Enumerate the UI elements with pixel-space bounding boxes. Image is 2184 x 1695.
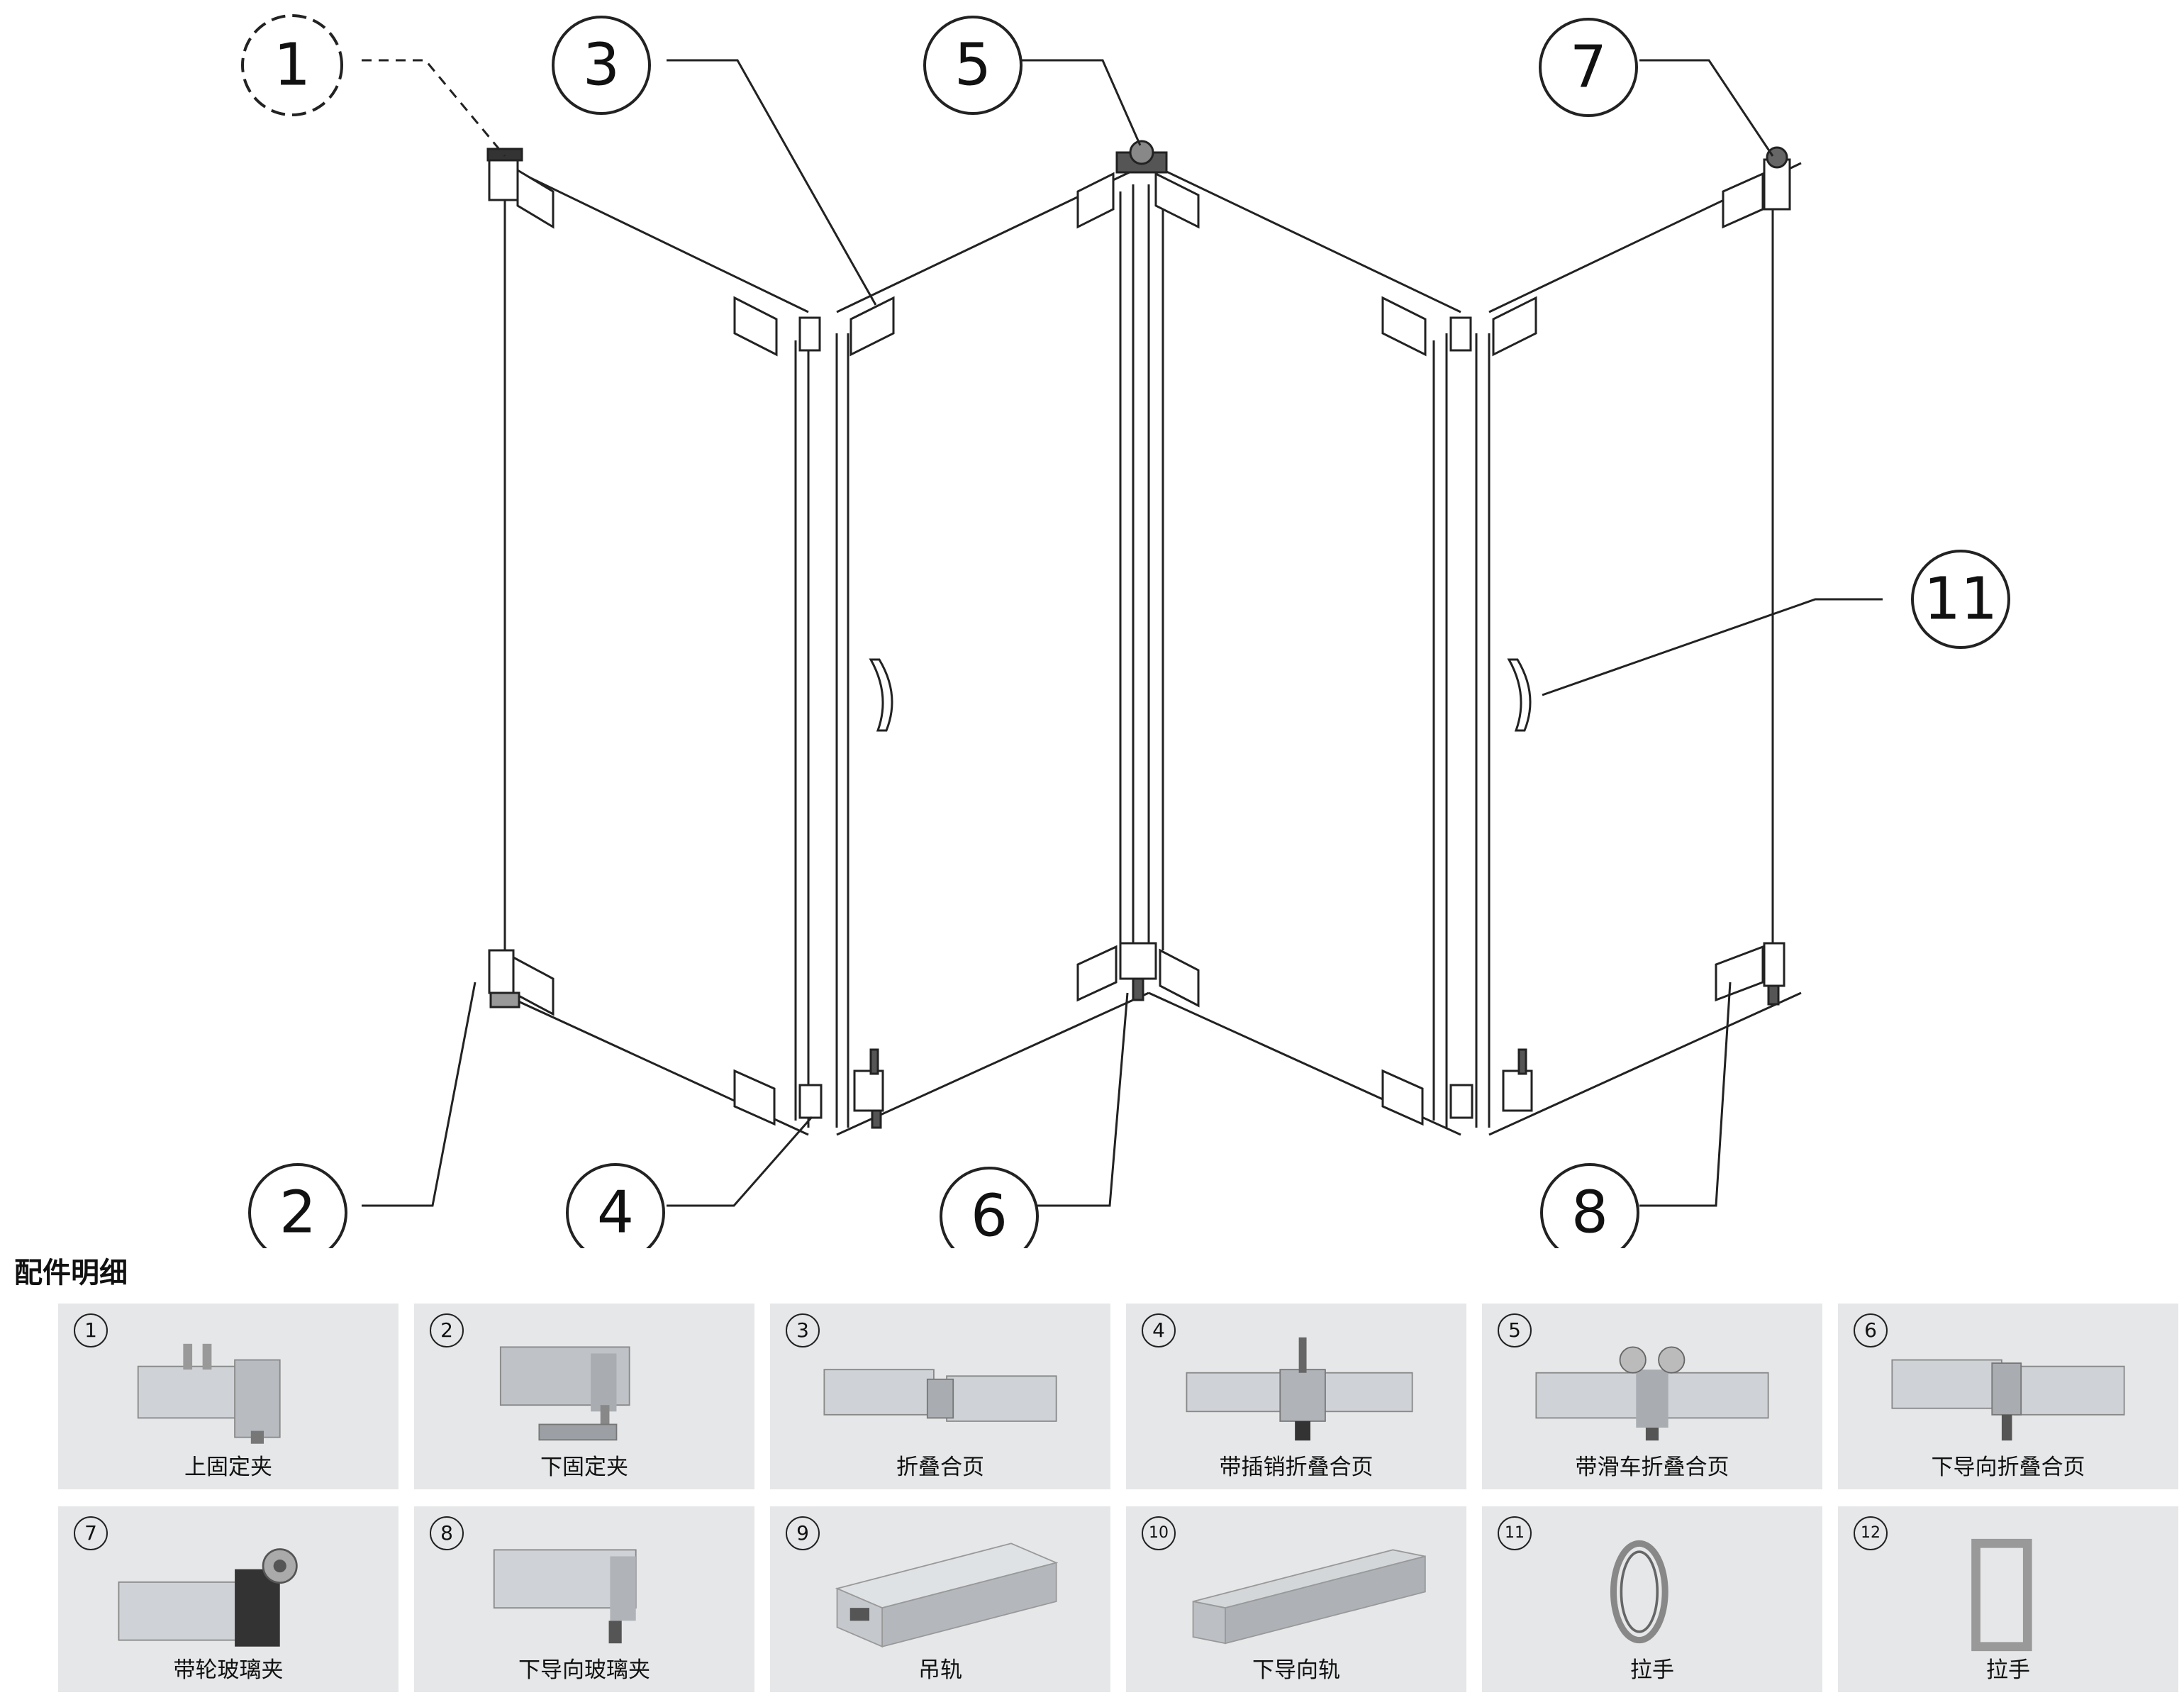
part-label: 下导向玻璃夹 bbox=[518, 1657, 650, 1683]
callout-6: 6 bbox=[940, 1167, 1039, 1249]
round-handle-icon bbox=[1610, 1540, 1668, 1644]
part-label: 拉手 bbox=[1630, 1657, 1674, 1683]
part-tile-1: 1 上固定夹 bbox=[58, 1304, 399, 1489]
part-tile-7: 7 带轮玻璃夹 bbox=[58, 1506, 399, 1692]
svg-text:4: 4 bbox=[597, 1179, 634, 1247]
callout-1: 1 bbox=[241, 14, 343, 116]
part-number: 9 bbox=[786, 1516, 820, 1550]
bottom-guide-rail-icon bbox=[1192, 1549, 1426, 1645]
part-number: 11 bbox=[1498, 1516, 1532, 1550]
part-label: 带轮玻璃夹 bbox=[173, 1657, 284, 1683]
callout-8: 8 bbox=[1540, 1163, 1639, 1248]
part-tile-3: 3 折叠合页 bbox=[770, 1304, 1110, 1489]
part-label: 下导向折叠合页 bbox=[1931, 1455, 2085, 1480]
folding-hinge-icon bbox=[823, 1369, 1057, 1422]
part-tile-6: 6 下导向折叠合页 bbox=[1838, 1304, 2178, 1489]
svg-text:5: 5 bbox=[954, 32, 991, 99]
part-tile-10: 10 下导向轨 bbox=[1126, 1506, 1466, 1692]
part-tile-9: 9 吊轨 bbox=[770, 1506, 1110, 1692]
svg-text:11: 11 bbox=[1924, 566, 1998, 633]
svg-text:1: 1 bbox=[274, 32, 311, 99]
callout-7: 7 bbox=[1539, 18, 1638, 117]
callout-11: 11 bbox=[1911, 550, 2010, 649]
part-label: 拉手 bbox=[1986, 1657, 2030, 1683]
parts-grid: 1 上固定夹 2 下固定夹 3 折叠合页 4 带插销折叠合页 5 带滑车折叠合页 6 下导向折叠合页 7… bbox=[58, 1304, 2178, 1692]
svg-text:6: 6 bbox=[971, 1183, 1008, 1249]
part-number: 6 bbox=[1854, 1313, 1888, 1347]
part-number: 3 bbox=[786, 1313, 820, 1347]
bottom-guide-folding-hinge-icon bbox=[1891, 1359, 2125, 1441]
glass-clamp-with-wheel-icon bbox=[118, 1548, 298, 1647]
part-label: 带插销折叠合页 bbox=[1219, 1455, 1374, 1480]
part-tile-11: 11 拉手 bbox=[1482, 1506, 1822, 1692]
part-label: 下导向轨 bbox=[1252, 1657, 1340, 1683]
folding-hinge-with-latch-icon bbox=[1186, 1337, 1413, 1441]
parts-section-title: 配件明细 bbox=[14, 1257, 128, 1289]
svg-text:8: 8 bbox=[1571, 1179, 1608, 1247]
part-number: 1 bbox=[74, 1313, 108, 1347]
part-label: 下固定夹 bbox=[540, 1455, 628, 1480]
bottom-guide-glass-clamp-icon bbox=[493, 1549, 637, 1644]
top-fixed-clamp-icon bbox=[137, 1343, 281, 1444]
part-label: 吊轨 bbox=[918, 1657, 962, 1683]
part-number: 5 bbox=[1498, 1313, 1532, 1347]
part-label: 上固定夹 bbox=[184, 1455, 272, 1480]
part-label: 折叠合页 bbox=[896, 1455, 984, 1480]
part-tile-2: 2 下固定夹 bbox=[414, 1304, 754, 1489]
svg-text:3: 3 bbox=[583, 32, 620, 99]
part-number: 7 bbox=[74, 1516, 108, 1550]
part-number: 8 bbox=[430, 1516, 464, 1550]
part-tile-4: 4 带插销折叠合页 bbox=[1126, 1304, 1466, 1489]
callout-3: 3 bbox=[552, 16, 651, 115]
part-tile-12: 12 拉手 bbox=[1838, 1506, 2178, 1692]
part-number: 4 bbox=[1142, 1313, 1176, 1347]
square-handle-icon bbox=[1971, 1538, 2032, 1652]
callout-4: 4 bbox=[566, 1163, 665, 1248]
part-number: 2 bbox=[430, 1313, 464, 1347]
hanging-rail-icon bbox=[835, 1543, 1059, 1648]
part-tile-8: 8 下导向玻璃夹 bbox=[414, 1506, 754, 1692]
callout-2: 2 bbox=[248, 1163, 347, 1248]
folding-hinge-with-trolley-icon bbox=[1535, 1346, 1769, 1441]
part-number: 12 bbox=[1854, 1516, 1888, 1550]
svg-text:7: 7 bbox=[1570, 34, 1607, 101]
part-tile-5: 5 带滑车折叠合页 bbox=[1482, 1304, 1822, 1489]
part-label: 带滑车折叠合页 bbox=[1575, 1455, 1729, 1480]
callout-5: 5 bbox=[923, 16, 1023, 115]
folding-door-diagram: 1 2 3 4 5 6 7 8 11 bbox=[241, 14, 2010, 1249]
part-number: 10 bbox=[1142, 1516, 1176, 1550]
svg-text:2: 2 bbox=[279, 1179, 316, 1247]
bottom-fixed-clamp-icon bbox=[499, 1346, 630, 1441]
